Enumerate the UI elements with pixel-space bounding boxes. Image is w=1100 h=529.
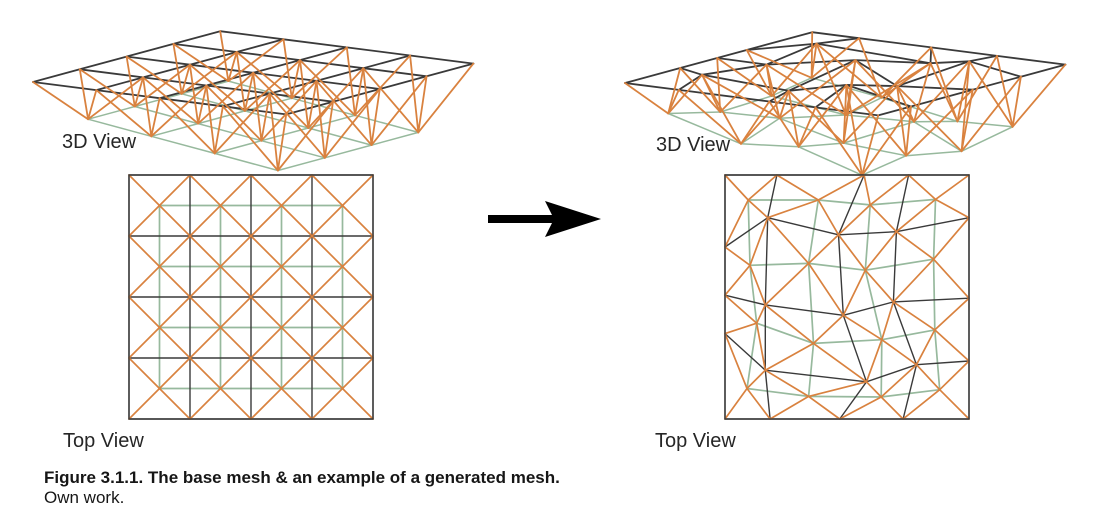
figure-caption: Figure 3.1.1. The base mesh & an example… xyxy=(44,468,560,508)
base-mesh-top-view xyxy=(128,174,374,420)
figure-caption-title: Figure 3.1.1. The base mesh & an example… xyxy=(44,468,560,487)
label-top-view-left: Top View xyxy=(63,430,144,452)
label-top-view-right: Top View xyxy=(655,430,736,452)
right-arrow-icon xyxy=(488,201,601,237)
generated-mesh-top-view xyxy=(724,174,970,420)
figure-caption-source: Own work. xyxy=(44,488,125,507)
label-3d-view-right: 3D View xyxy=(656,134,731,156)
label-3d-view-left: 3D View xyxy=(62,131,137,153)
